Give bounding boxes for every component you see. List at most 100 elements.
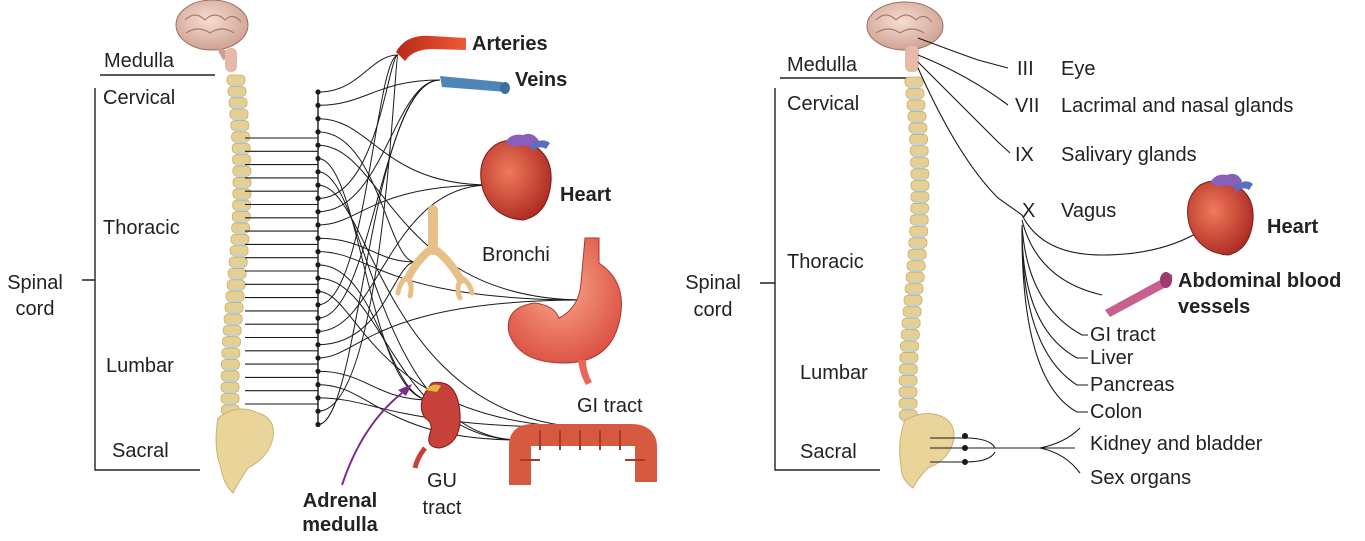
postganglionic-fiber: [317, 299, 586, 359]
postganglionic-fiber: [317, 54, 399, 199]
intervertebral-disc: [912, 235, 925, 239]
cranial-nerve-iii: III: [1017, 58, 1034, 80]
intervertebral-disc: [224, 402, 237, 406]
vertebra: [228, 256, 248, 268]
vertebra: [222, 324, 242, 336]
intervertebral-disc: [235, 220, 248, 224]
vertebra: [223, 313, 243, 325]
postganglionic-fiber: [317, 291, 601, 429]
vertebra: [232, 154, 252, 166]
intervertebral-disc: [229, 300, 242, 304]
intervertebral-disc: [225, 345, 238, 349]
postganglionic-fiber: [317, 184, 491, 226]
sacral-outflow: [930, 427, 1081, 474]
postganglionic-fiber: [317, 184, 601, 429]
intervertebral-disc: [909, 281, 922, 285]
vertebra: [910, 168, 930, 180]
vertebra: [229, 245, 249, 257]
postganglionic-fiber: [317, 79, 441, 425]
intervertebral-disc: [235, 175, 248, 179]
vertebra: [902, 306, 922, 318]
right-heart-label: Heart: [1267, 216, 1319, 238]
intervertebral-disc: [902, 384, 915, 388]
vertebra: [909, 214, 929, 226]
left-heart-label: Heart: [560, 184, 612, 206]
intervertebral-disc: [904, 338, 917, 342]
left-gi-tract-label: GI tract: [577, 395, 643, 417]
adrenal-medulla-label-2: medulla: [302, 514, 378, 536]
intervertebral-disc: [234, 140, 247, 144]
intervertebral-disc: [234, 231, 247, 235]
intervertebral-disc: [232, 106, 245, 110]
right-region-cervical: Cervical: [787, 93, 860, 115]
intervertebral-disc: [231, 277, 244, 281]
vertebra: [910, 191, 930, 203]
intervertebral-disc: [908, 292, 921, 296]
vertebra: [232, 188, 252, 200]
right-heart-icon: [1187, 173, 1254, 256]
vertebra: [227, 85, 247, 97]
postganglionic-fiber: [317, 261, 416, 346]
left-region-cervical: Cervical: [103, 87, 176, 109]
intervertebral-disc: [235, 186, 248, 190]
postganglionic-fiber: [317, 144, 586, 301]
gu-tract-label-2: tract: [422, 497, 462, 519]
postganglionic-fiber: [317, 237, 416, 263]
cranial-nerve-ix: IX: [1015, 144, 1034, 166]
postganglionic-fiber: [317, 118, 491, 186]
intervertebral-disc: [902, 396, 915, 400]
vertebra: [228, 97, 248, 109]
postganglionic-fiber: [317, 184, 491, 332]
intervertebral-disc: [233, 129, 246, 133]
vertebra: [906, 260, 926, 272]
vertebra: [898, 398, 918, 409]
intervertebral-disc: [913, 189, 926, 193]
postganglionic-fiber: [317, 384, 521, 441]
right-region-bracket: [760, 77, 915, 471]
intervertebral-disc: [232, 118, 245, 122]
intervertebral-disc: [906, 315, 919, 319]
postganglionic-fiber: [317, 54, 399, 93]
right-sacrum: [899, 413, 955, 489]
postganglionic-fiber: [317, 370, 431, 401]
postganglionic-fiber: [317, 277, 521, 441]
sex-organs-label: Sex organs: [1090, 467, 1192, 489]
vertebra: [224, 302, 244, 313]
intervertebral-disc: [910, 120, 923, 124]
right-panel: [760, 1, 1254, 489]
vertebra: [905, 271, 925, 283]
left-brain: [175, 0, 249, 72]
vertebra: [907, 248, 927, 260]
vein-icon: [440, 76, 508, 92]
vertebra: [220, 381, 240, 393]
postganglionic-fiber: [317, 264, 431, 401]
vertebra: [903, 294, 923, 306]
vertebra: [222, 336, 241, 348]
vertebra: [899, 352, 919, 363]
left-sacrum: [215, 408, 274, 494]
right-brain: [866, 1, 944, 72]
vertebra: [232, 177, 252, 188]
vertebra: [905, 88, 925, 99]
left-spinal-cord-label-1: Spinal: [7, 272, 63, 294]
left-spinal-cord-label-2: cord: [15, 298, 55, 320]
intervertebral-disc: [903, 350, 916, 354]
left-region-sacral: Sacral: [112, 440, 169, 462]
left-region-bracket: [82, 74, 215, 471]
intervertebral-disc: [905, 327, 918, 331]
intervertebral-disc: [224, 357, 237, 361]
vertebra: [220, 370, 240, 382]
left-heart-icon: [480, 133, 552, 221]
intervertebral-disc: [907, 304, 920, 308]
right-region-lumbar: Lumbar: [800, 362, 868, 384]
right-spinal-cord-label-2: cord: [693, 299, 733, 321]
right-region-sacral: Sacral: [800, 441, 857, 463]
vertebra: [231, 131, 250, 143]
intervertebral-disc: [233, 243, 246, 247]
intervertebral-disc: [227, 322, 240, 326]
vertebra: [909, 134, 928, 145]
abdominal-vessels-label-2: vessels: [1178, 296, 1251, 318]
left-region-lumbar: Lumbar: [106, 355, 174, 377]
intervertebral-disc: [913, 177, 926, 181]
